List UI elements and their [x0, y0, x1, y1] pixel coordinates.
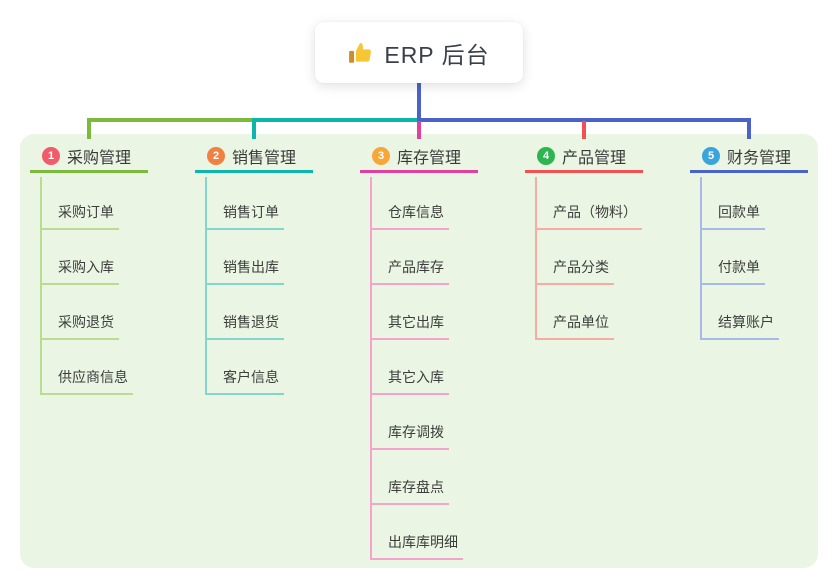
branch-trunk-line [205, 177, 207, 395]
branch-label: 库存管理 [397, 150, 462, 167]
child-node[interactable]: 采购订单 [40, 202, 119, 230]
child-node[interactable]: 产品单位 [535, 312, 614, 340]
child-node[interactable]: 销售退货 [205, 312, 284, 340]
branch-number-badge: 2 [207, 147, 225, 165]
branch-drop-line [747, 121, 751, 139]
branch-number-badge: 1 [42, 147, 60, 165]
child-node[interactable]: 销售出库 [205, 257, 284, 285]
group-panel [20, 134, 818, 568]
bus-segment-line [252, 118, 421, 122]
branch-drop-line [87, 121, 91, 139]
branch-drop-line [582, 121, 586, 139]
branch-number-badge: 5 [702, 147, 720, 165]
branch-trunk-line [700, 177, 702, 340]
branch-number-badge: 4 [537, 147, 555, 165]
root-connector-line [417, 83, 421, 122]
branch-drop-line [417, 121, 421, 139]
child-node[interactable]: 仓库信息 [370, 202, 449, 230]
child-node[interactable]: 客户信息 [205, 367, 284, 395]
child-node[interactable]: 库存盘点 [370, 477, 449, 505]
branch-label: 采购管理 [67, 150, 132, 167]
bus-segment-line [87, 118, 256, 122]
branch-number-badge: 3 [372, 147, 390, 165]
child-node[interactable]: 供应商信息 [40, 367, 133, 395]
child-node[interactable]: 产品分类 [535, 257, 614, 285]
branch-drop-line [252, 121, 256, 139]
child-node[interactable]: 产品（物料） [535, 202, 642, 230]
child-node[interactable]: 结算账户 [700, 312, 779, 340]
thumbs-up-icon [348, 40, 374, 66]
branch-label: 财务管理 [727, 150, 792, 167]
branch-node-3[interactable]: 3 库存管理 [360, 146, 478, 173]
branch-trunk-line [535, 177, 537, 340]
child-node[interactable]: 其它入库 [370, 367, 449, 395]
child-node[interactable]: 其它出库 [370, 312, 449, 340]
child-node[interactable]: 采购入库 [40, 257, 119, 285]
child-node[interactable]: 产品库存 [370, 257, 449, 285]
branch-node-2[interactable]: 2 销售管理 [195, 146, 313, 173]
root-node-erp[interactable]: ERP 后台 [315, 22, 523, 83]
child-node[interactable]: 销售订单 [205, 202, 284, 230]
branch-trunk-line [40, 177, 42, 395]
branch-trunk-line [370, 177, 372, 560]
branch-node-5[interactable]: 5 财务管理 [690, 146, 808, 173]
branch-node-4[interactable]: 4 产品管理 [525, 146, 643, 173]
child-node[interactable]: 库存调拨 [370, 422, 449, 450]
child-node[interactable]: 回款单 [700, 202, 765, 230]
branch-label: 产品管理 [562, 150, 627, 167]
child-node[interactable]: 出库库明细 [370, 532, 463, 560]
root-label: ERP 后台 [384, 41, 490, 68]
branch-label: 销售管理 [232, 150, 297, 167]
child-node[interactable]: 付款单 [700, 257, 765, 285]
bus-segment-line [417, 118, 751, 122]
child-node[interactable]: 采购退货 [40, 312, 119, 340]
branch-node-1[interactable]: 1 采购管理 [30, 146, 148, 173]
